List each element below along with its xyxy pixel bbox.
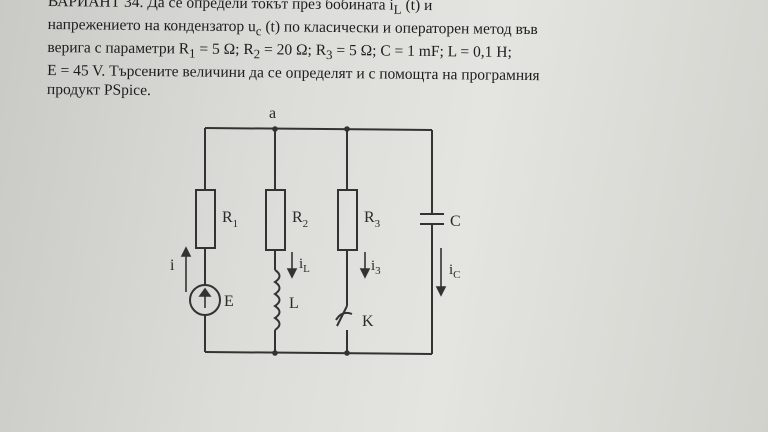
node-dot [272, 350, 278, 356]
node-dot [272, 126, 278, 132]
node-dot [344, 350, 350, 356]
node-dot [344, 126, 350, 132]
current-ic-label: iC [449, 262, 461, 281]
resistor-r2 [265, 189, 286, 251]
top-wire [204, 127, 433, 131]
current-i3-label: i3 [371, 258, 381, 277]
r1-label: R1 [222, 209, 238, 230]
switch-label: K [362, 313, 374, 330]
switch-arc [335, 311, 353, 321]
switch-k [336, 305, 348, 352]
inductor-l [273, 269, 281, 331]
source-label: E [224, 293, 234, 310]
current-i-label: i [170, 257, 175, 274]
r3-label: R3 [364, 209, 381, 230]
current-il-label: iL [299, 256, 310, 275]
capacitor-c [420, 213, 444, 225]
resistor-r1 [195, 189, 216, 249]
bottom-wire [204, 351, 433, 355]
inductor-label: L [289, 295, 299, 312]
r2-label: R2 [292, 209, 308, 230]
resistor-r3 [337, 189, 358, 251]
node-a-label: a [269, 105, 276, 122]
capacitor-label: C [450, 213, 461, 230]
